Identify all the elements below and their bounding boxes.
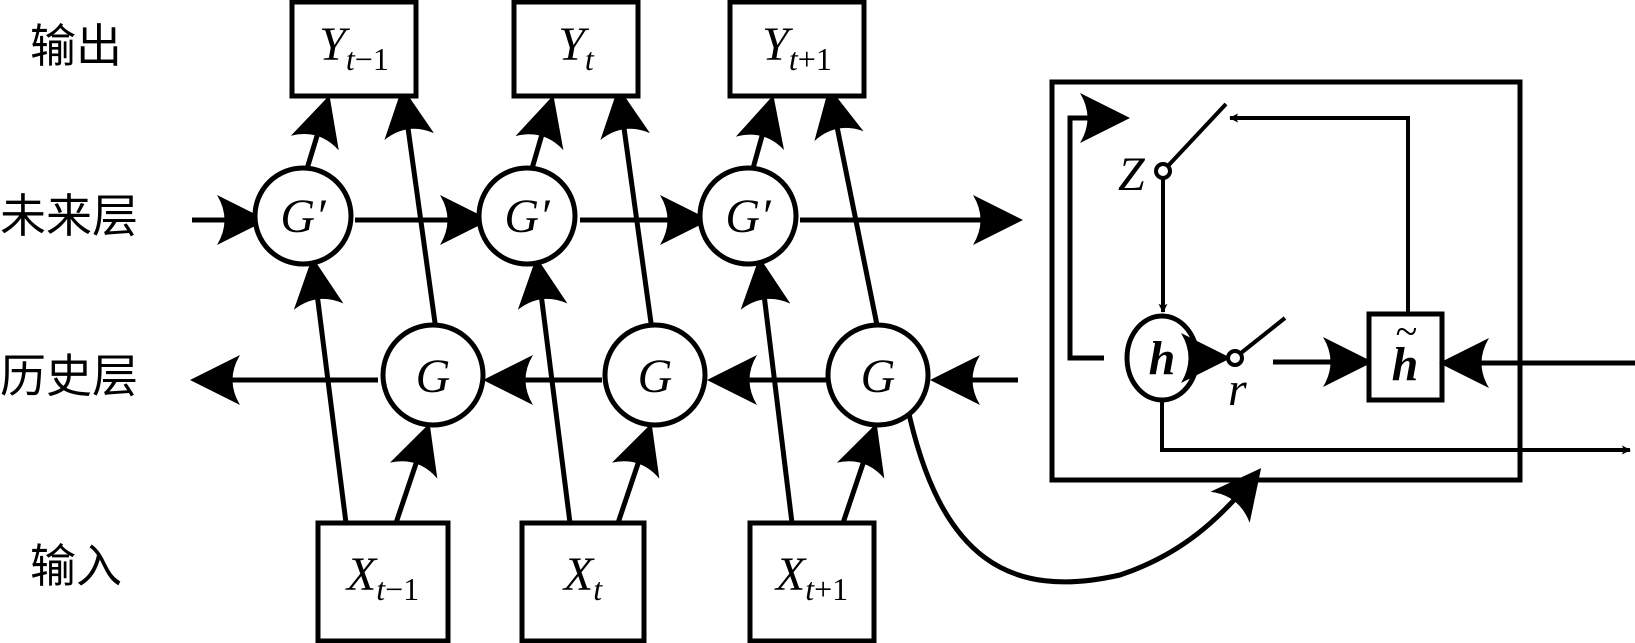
- candidate-box: [1366, 311, 1445, 403]
- gru-cell: Z h r h ~: [1049, 79, 1635, 483]
- h-feedback-loop: [1067, 93, 1130, 361]
- z-switch-arm: [1164, 102, 1228, 170]
- future1-to-output1: [290, 95, 339, 173]
- hidden-state-label: h: [1149, 332, 1176, 385]
- history-node-label: G: [638, 350, 673, 403]
- input-box: Xt+1: [747, 520, 877, 643]
- history-node-label: G: [861, 350, 896, 403]
- output-label: Yt−1: [319, 18, 389, 77]
- input-boxes: Xt−1 Xt Xt+1: [315, 520, 877, 643]
- candidate-state-label: h: [1392, 338, 1419, 391]
- history-node: G: [380, 322, 486, 428]
- input3-to-history3: [836, 423, 885, 524]
- input-label: Xt+1: [774, 548, 848, 607]
- output-box: Yt−1: [289, 0, 419, 99]
- z-switch-pivot: [1154, 162, 1172, 180]
- history-nodes: G G G: [380, 322, 931, 428]
- input2-to-future2: [517, 257, 573, 524]
- history-node-label: G: [416, 350, 451, 403]
- input1-to-future1: [293, 257, 349, 524]
- input1-to-history1: [389, 423, 438, 524]
- input3-to-future3: [740, 257, 795, 524]
- future-node: G′: [252, 165, 354, 267]
- update-gate-label: Z: [1118, 148, 1146, 201]
- future3-to-output3: [735, 95, 785, 173]
- history3-to-output3: [814, 87, 881, 331]
- future-node: G′: [476, 165, 578, 267]
- input2-to-history2: [611, 423, 660, 524]
- candidate-to-z-line: [1229, 113, 1410, 372]
- future-node-label: G′: [280, 190, 327, 243]
- input-box: Xt: [519, 520, 647, 643]
- history2-to-output2: [600, 87, 655, 331]
- output-box: Yt+1: [727, 0, 867, 99]
- input-label: Xt: [562, 548, 603, 607]
- output-boxes: Yt−1 Yt Yt+1: [289, 0, 867, 99]
- output-label: Yt+1: [762, 18, 832, 77]
- reset-gate-label: r: [1228, 363, 1247, 416]
- future-node-label: G′: [725, 190, 772, 243]
- output-box: Yt: [511, 0, 641, 99]
- label-output: 输出: [30, 19, 122, 73]
- curved-arrow-to-cell: [904, 404, 1262, 585]
- vertical-connections: [290, 87, 885, 524]
- input-box: Xt−1: [315, 520, 451, 643]
- h-output-arrow: [1160, 400, 1631, 455]
- label-history-layer: 历史层: [0, 349, 138, 403]
- output-label: Yt: [558, 18, 595, 77]
- r-switch-arm: [1239, 316, 1287, 355]
- r-switch-pivot: [1226, 349, 1244, 367]
- future2-to-output2: [515, 95, 564, 173]
- history-node: G: [825, 322, 931, 428]
- history1-to-output1: [384, 87, 439, 331]
- history-node: G: [602, 322, 708, 428]
- future-node: G′: [697, 165, 799, 267]
- label-input: 输入: [30, 539, 122, 593]
- tilde-mark: ~: [1395, 309, 1417, 354]
- gru-cell-frame: [1049, 79, 1523, 483]
- future-node-label: G′: [504, 190, 551, 243]
- input-label: Xt−1: [345, 548, 419, 607]
- label-future-layer: 未来层: [0, 189, 138, 243]
- future-nodes: G′ G′ G′: [252, 165, 799, 267]
